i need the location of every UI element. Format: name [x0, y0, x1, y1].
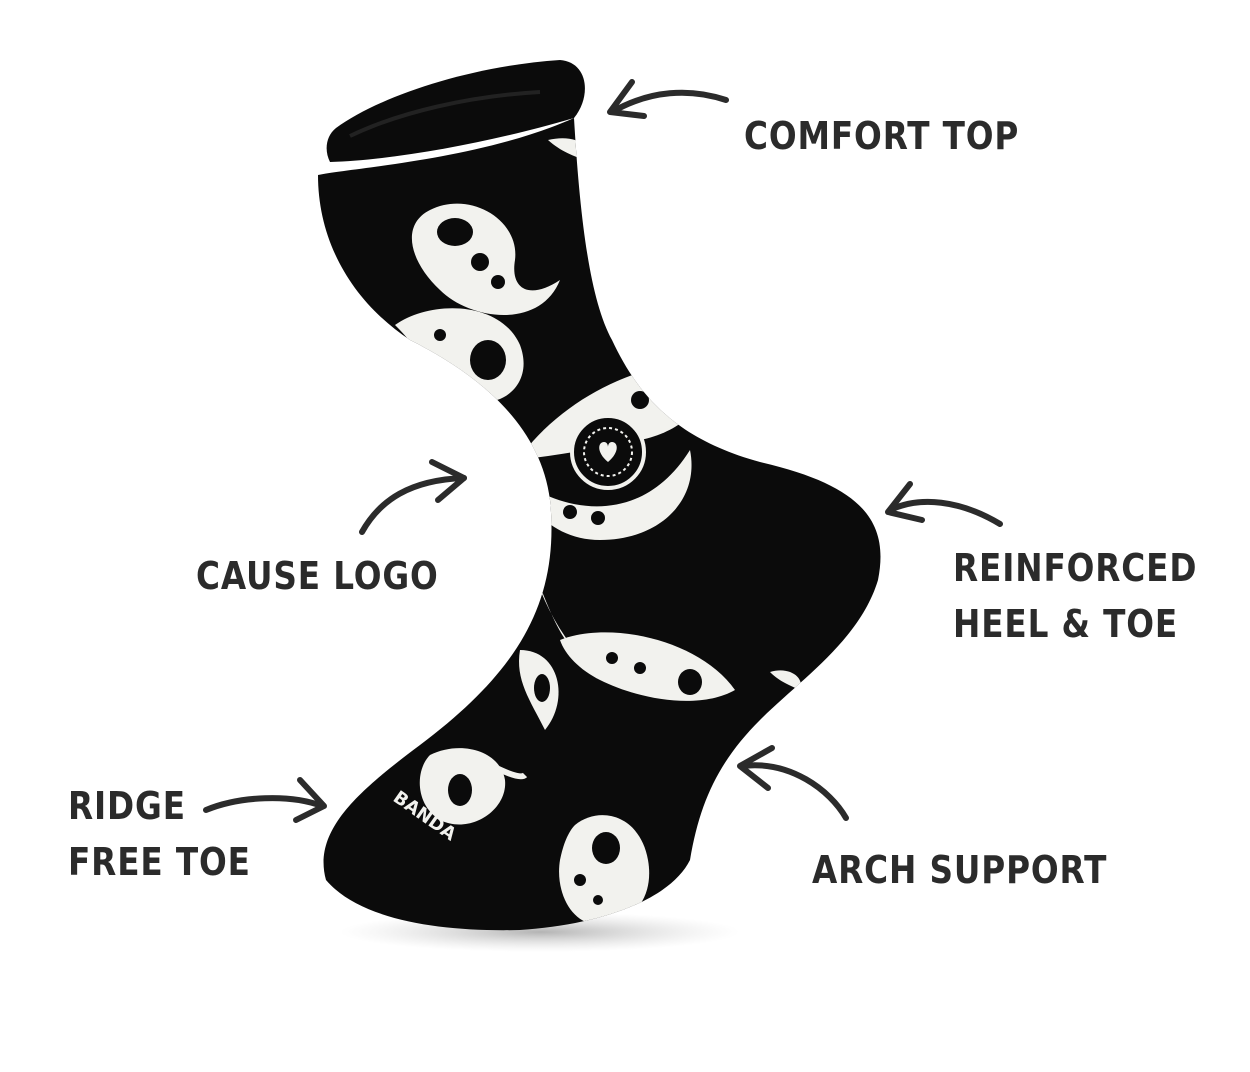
paisley-fragment — [770, 670, 801, 690]
feature-label-text: RIDGE — [68, 784, 186, 828]
feature-label-text: REINFORCED — [953, 546, 1198, 590]
sock-cuff-fold — [349, 90, 541, 138]
arrow-cause-logo — [359, 459, 467, 535]
arrow-reinforced-heel-toe — [885, 481, 1003, 527]
feature-label-cause-logo: CAUSE LOGO — [196, 548, 439, 604]
feature-label-text: FREE TOE — [68, 840, 251, 884]
paisley-motif — [559, 815, 650, 925]
paisley-motif — [395, 308, 524, 403]
feature-label-text: ARCH SUPPORT — [812, 848, 1108, 892]
feature-label-text: COMFORT TOP — [744, 114, 1020, 158]
feature-label-comfort-top: COMFORT TOP — [744, 108, 1019, 164]
paisley-fragment — [622, 224, 644, 265]
arrow-comfort-top — [607, 79, 729, 119]
feature-label-reinforced-heel-toe: REINFORCED HEEL & TOE — [953, 540, 1197, 652]
paisley-motif — [419, 748, 528, 825]
paisley-motif — [560, 632, 735, 701]
arrow-ridge-free-toe — [203, 777, 327, 823]
heart-sun-icon — [599, 442, 617, 462]
feature-label-text: CAUSE LOGO — [196, 554, 439, 598]
cause-logo-badge — [570, 414, 646, 490]
sock-cuff-inner — [326, 60, 585, 162]
paisley-pattern: BANDA — [389, 138, 801, 925]
arrow-arch-support — [737, 745, 849, 821]
feature-label-arch-support: ARCH SUPPORT — [812, 842, 1107, 898]
feature-label-text: HEEL & TOE — [953, 602, 1179, 646]
paisley-motif — [519, 650, 559, 730]
paisley-motif — [411, 203, 560, 315]
feature-label-ridge-free-toe: RIDGE FREE TOE — [68, 778, 251, 890]
